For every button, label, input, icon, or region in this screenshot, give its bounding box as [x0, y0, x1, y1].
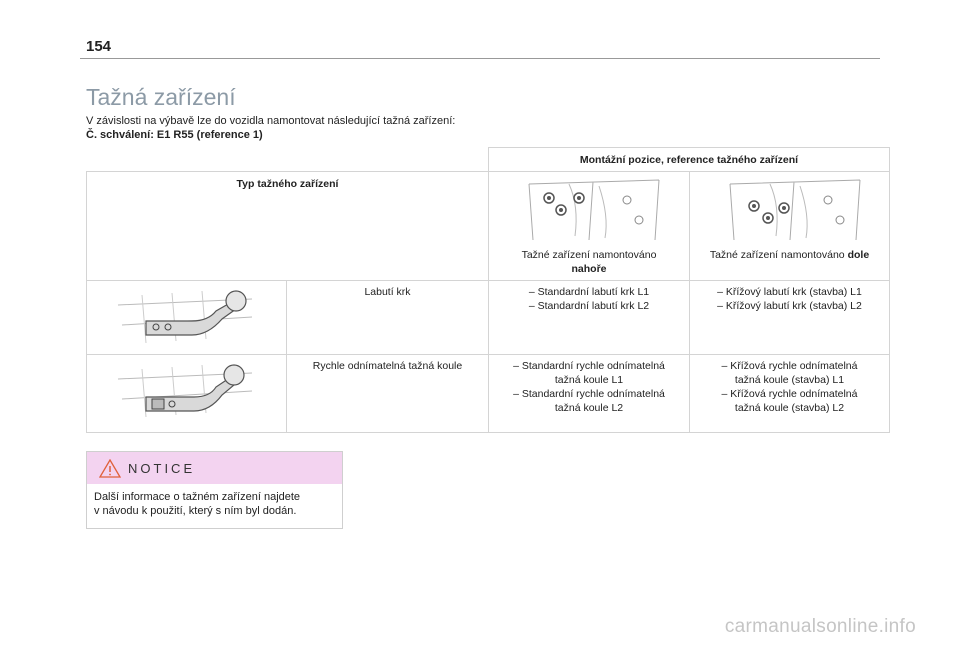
notice-line: v návodu k použití, který s ním byl dodá… [94, 505, 297, 517]
bottom-caption-bold: dole [847, 249, 870, 261]
type-swan-neck: Labutí krk [286, 280, 489, 355]
swan-neck-bottom-refs: – Křížový labutí krk (stavba) L1 – Křížo… [689, 280, 890, 355]
bottom-mount-caption: Tažné zařízení namontováno dole [696, 248, 883, 262]
header-rule [80, 58, 880, 59]
list-line: – Standardní labutí krk L2 [528, 300, 650, 312]
detachable-bottom-refs: – Křížová rychle odnímatelná tažná koule… [689, 354, 890, 433]
towbar-table: Montážní pozice, reference tažného zaříz… [86, 147, 890, 433]
detachable-top-refs: – Standardní rychle odnímatelná tažná ko… [488, 354, 690, 433]
page-title: Tažná zařízení [86, 84, 236, 110]
list-line: – Standardní labutí krk L1 [528, 286, 650, 298]
notice-box: NOTICE Další informace o tažném zařízení… [86, 451, 343, 529]
notice-line: Další informace o tažném zařízení najdet… [94, 491, 301, 503]
list-line: – Křížový labutí krk (stavba) L1 [717, 286, 862, 298]
top-caption-bold: nahoře [571, 263, 607, 275]
notice-title: NOTICE [128, 461, 196, 476]
list-line: tažná koule (stavba) L1 [734, 374, 845, 386]
top-mount-caption: Tažné zařízení namontováno nahoře [495, 248, 683, 276]
swan-neck-top-refs: – Standardní labutí krk L1 – Standardní … [488, 280, 690, 355]
swan-neck-image-cell [86, 280, 287, 355]
intro-line: V závislosti na výbavě lze do vozidla na… [86, 115, 456, 127]
type-detachable: Rychle odnímatelná tažná koule [286, 354, 489, 433]
list-line: tažná koule (stavba) L2 [734, 402, 845, 414]
watermark: carmanualsonline.info [724, 616, 916, 637]
list-line: – Křížová rychle odnímatelná [721, 360, 858, 372]
top-mount-illustration [528, 179, 660, 241]
detachable-towball-illustration [117, 364, 252, 418]
approval-line: Č. schválení: E1 R55 (reference 1) [86, 129, 263, 141]
bottom-mount-illustration [729, 179, 860, 241]
notice-header: NOTICE [87, 452, 342, 484]
detachable-image-cell [86, 354, 287, 433]
mount-position-header: Montážní pozice, reference tažného zaříz… [488, 147, 890, 172]
notice-text: Další informace o tažném zařízení najdet… [87, 484, 342, 524]
list-line: tažná koule L1 [554, 374, 624, 386]
type-header: Typ tažného zařízení [86, 171, 489, 281]
top-caption-text: Tažné zařízení namontováno [521, 249, 657, 261]
intro-text: V závislosti na výbavě lze do vozidla na… [86, 114, 686, 142]
list-line: – Křížová rychle odnímatelná [721, 388, 858, 400]
list-line: – Standardní rychle odnímatelná [513, 360, 665, 372]
warning-icon [99, 459, 121, 478]
bottom-mount-cell: Tažné zařízení namontováno dole [689, 171, 890, 281]
top-mount-cell: Tažné zařízení namontováno nahoře [488, 171, 690, 281]
list-line: – Křížový labutí krk (stavba) L2 [717, 300, 862, 312]
page-number: 154 [86, 38, 112, 55]
empty-corner-cell [86, 147, 489, 172]
list-line: tažná koule L2 [554, 402, 624, 414]
bottom-caption-text: Tažné zařízení namontováno [709, 249, 845, 261]
list-line: – Standardní rychle odnímatelná [513, 388, 665, 400]
swan-neck-illustration [117, 290, 252, 344]
